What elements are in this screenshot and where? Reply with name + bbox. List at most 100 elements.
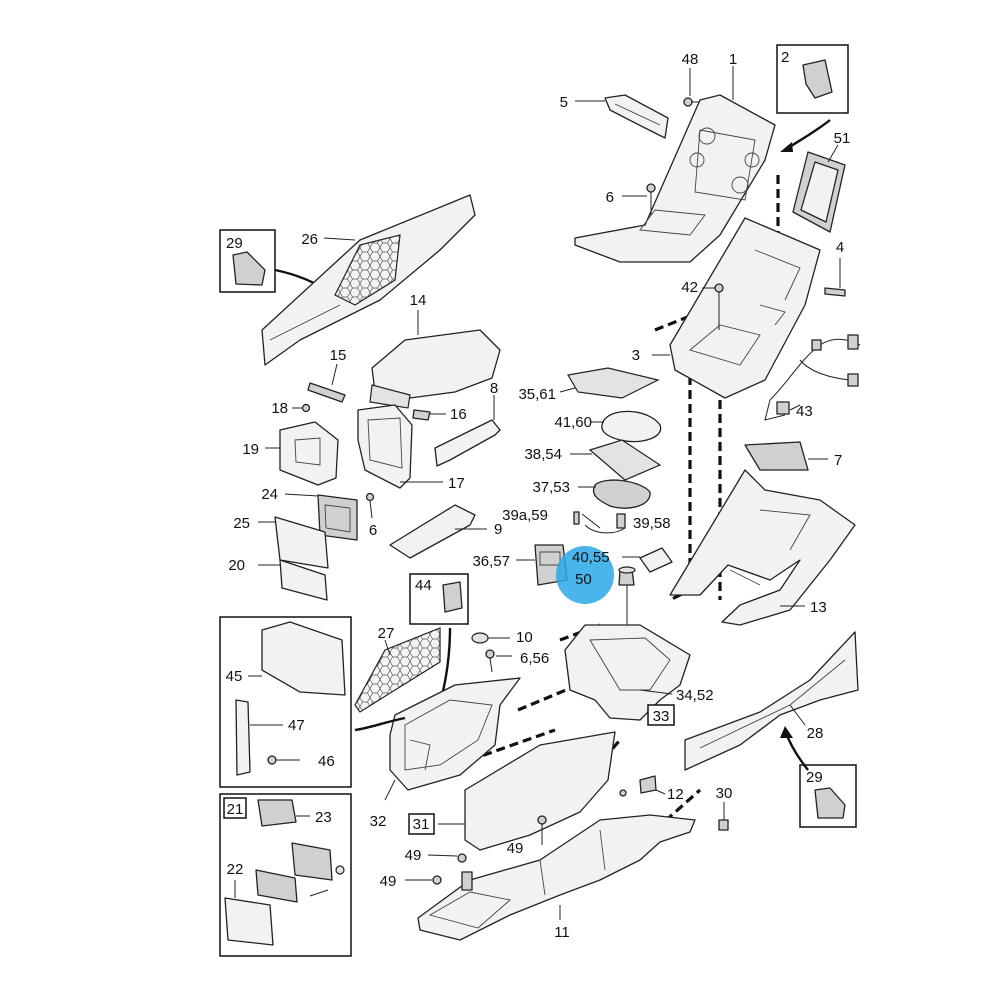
highlight-marker	[556, 546, 614, 604]
label-47: 47	[288, 717, 305, 734]
part-20-cover	[258, 559, 328, 601]
label-44: 44	[415, 577, 432, 594]
label-15: 15	[330, 347, 347, 364]
label-29-top: 29	[226, 235, 243, 252]
label-14: 14	[410, 292, 427, 309]
part-7-lid-insert	[744, 441, 828, 471]
part-19-cup-holder-frame	[265, 421, 339, 486]
part-50-plug	[618, 566, 636, 630]
label-43: 43	[796, 403, 813, 420]
label-49-b: 49	[405, 847, 422, 864]
label-29-bottom: 29	[806, 769, 823, 786]
screw-6-lower	[485, 649, 512, 673]
callout-box-2	[776, 44, 849, 152]
label-30: 30	[716, 785, 733, 802]
label-42: 42	[681, 279, 698, 296]
label-10: 10	[516, 629, 533, 646]
label-31: 31	[413, 816, 430, 833]
screw-49-b	[427, 853, 467, 863]
label-49-c: 49	[380, 873, 397, 890]
part-39a-clip	[573, 511, 601, 529]
part-39-clip	[584, 513, 626, 534]
part-35-mat	[559, 367, 660, 399]
label-34-52: 34,52	[676, 687, 714, 704]
label-2: 2	[781, 49, 789, 66]
part-26-side-panel	[261, 194, 476, 366]
label-27: 27	[378, 625, 395, 642]
label-12: 12	[667, 786, 684, 803]
part-13-lower-trim	[669, 469, 856, 626]
label-32: 32	[370, 813, 387, 830]
label-6-middle: 6	[369, 522, 377, 539]
part-9-tray-mat	[389, 504, 487, 559]
label-17: 17	[448, 475, 465, 492]
label-22: 22	[227, 861, 244, 878]
screw-48	[683, 68, 700, 107]
label-39-58: 39,58	[633, 515, 671, 532]
label-23: 23	[315, 809, 332, 826]
label-18: 18	[271, 400, 288, 417]
part-11-base-frame	[417, 814, 696, 941]
part-51-frame	[792, 144, 846, 233]
part-14-armrest	[369, 310, 501, 409]
bolt-4	[824, 258, 846, 297]
label-6-upper: 6	[606, 189, 614, 206]
label-13: 13	[810, 599, 827, 616]
part-27-mesh-panel	[354, 627, 441, 713]
label-41-60: 41,60	[554, 414, 592, 431]
part-43-wiring-harness	[764, 334, 861, 421]
screw-49-c	[405, 875, 442, 885]
label-50: 50	[575, 571, 592, 588]
part-24-switch-panel	[284, 493, 358, 541]
label-40-55: 40,55	[572, 549, 610, 566]
part-3-console-housing	[652, 217, 821, 399]
part-5-trim-strip	[575, 94, 669, 139]
part-8-bracket	[434, 395, 501, 467]
part-31-trim-panel	[438, 731, 616, 851]
label-37-53: 37,53	[532, 479, 570, 496]
callout-box-33	[647, 704, 675, 726]
part-41-seal	[590, 410, 662, 443]
label-8: 8	[490, 380, 498, 397]
part-1-upper-trim	[574, 66, 776, 263]
callout-box-29-top	[219, 229, 338, 298]
inset-box-21-23	[219, 793, 352, 957]
label-3: 3	[632, 347, 640, 364]
screw-6-upper	[622, 183, 656, 215]
part-25-cover	[258, 516, 329, 569]
label-11: 11	[554, 924, 570, 941]
part-38-gasket	[570, 439, 662, 481]
label-36-57: 36,57	[472, 553, 510, 570]
label-49-a: 49	[507, 840, 524, 857]
part-40-cover	[622, 547, 673, 573]
label-24: 24	[261, 486, 278, 503]
label-5: 5	[560, 94, 568, 111]
label-28: 28	[807, 725, 824, 742]
part-10-cap	[471, 632, 510, 644]
callout-box-29-bottom	[780, 726, 857, 828]
screw-49-a	[537, 815, 547, 845]
label-48: 48	[682, 51, 699, 68]
part-15-hinge	[307, 363, 346, 403]
callout-labels: 1 2 3 4 5 6 6 6,56 7 8 9 10 11 12 13 14 …	[226, 49, 851, 941]
part-17-bracket	[357, 404, 443, 489]
label-46: 46	[318, 753, 335, 770]
screw-18	[292, 403, 311, 413]
label-20: 20	[228, 557, 245, 574]
label-4: 4	[836, 239, 844, 256]
label-9: 9	[494, 521, 502, 538]
label-39a-59: 39a,59	[502, 507, 548, 524]
screw-6-middle	[365, 492, 375, 519]
label-45: 45	[226, 668, 243, 685]
label-51: 51	[834, 130, 851, 147]
label-25: 25	[233, 515, 250, 532]
label-16: 16	[450, 406, 467, 423]
label-7: 7	[834, 452, 842, 469]
label-21: 21	[227, 801, 244, 818]
part-16-pin	[412, 409, 446, 421]
part-12-bracket	[619, 775, 666, 797]
label-33: 33	[653, 708, 670, 725]
bolt-30	[718, 802, 729, 831]
part-28-side-panel	[684, 631, 859, 771]
